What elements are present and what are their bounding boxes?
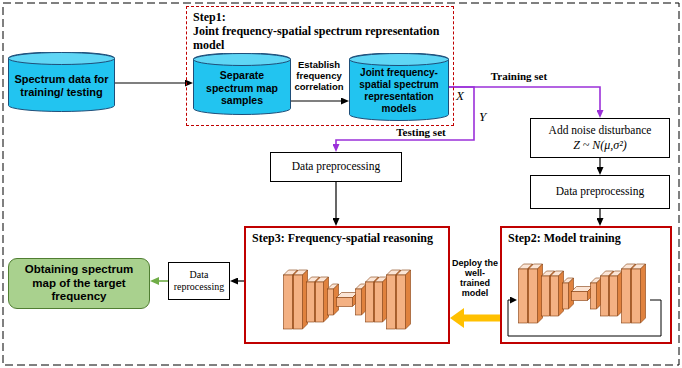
block-front	[397, 275, 406, 329]
layer-block	[337, 293, 358, 307]
data-cylinder: Spectrum data for training/ testing	[8, 52, 115, 112]
step-panel: Step2: Model training	[500, 226, 672, 344]
flow-arrow	[159, 280, 168, 282]
step-panel: Step3: Frequency-spatial reasoning	[244, 226, 450, 344]
block-side	[406, 270, 411, 329]
block-front	[328, 289, 334, 315]
layer-block	[591, 278, 602, 309]
cylinder-body	[350, 53, 449, 121]
block-front	[307, 282, 315, 322]
data-cylinder: Separate spectrum map samples	[193, 53, 291, 115]
layer-block	[529, 264, 543, 323]
node-label: Data reprocessing	[173, 269, 225, 293]
flow-arrow	[599, 209, 600, 218]
block-front	[529, 269, 538, 323]
node-label: Separate spectrum map samples	[197, 69, 287, 106]
block-front	[622, 269, 631, 323]
block-front	[375, 282, 383, 322]
step-heading: Step1:	[193, 10, 447, 24]
cylinder-top	[194, 54, 291, 66]
cylinder-body	[194, 53, 291, 115]
flow-arrow	[449, 87, 600, 110]
process-box: Data preprocessing	[270, 152, 402, 182]
block-front	[572, 292, 588, 301]
layer-block	[375, 277, 388, 322]
block-front	[366, 282, 374, 322]
cylinder-body	[9, 52, 115, 112]
node-label: Spectrum data for training/ testing	[12, 73, 111, 99]
layer-block	[356, 284, 367, 315]
block-front	[591, 283, 597, 309]
step-heading: Step2: Model training	[508, 231, 664, 245]
block-front	[519, 269, 528, 323]
block-front	[563, 283, 569, 309]
node-label: Data preprocessing	[292, 160, 380, 174]
layer-block	[294, 270, 308, 329]
set-symbol: X	[456, 89, 464, 102]
flow-arrow	[335, 182, 336, 218]
arrow-label: Testing set	[388, 126, 454, 138]
block-front	[337, 298, 353, 307]
block-front	[610, 276, 618, 316]
process-box: Data preprocessing	[530, 175, 670, 209]
cylinder-top	[350, 54, 449, 66]
step-heading: Step3: Frequency-spatial reasoning	[252, 231, 442, 245]
layer-block	[551, 271, 564, 316]
training-network	[519, 264, 646, 323]
block-front	[551, 276, 559, 316]
flow-arrow	[464, 315, 500, 322]
process-box: Data reprocessing	[168, 262, 230, 300]
layer-block	[632, 264, 646, 323]
reasoning-network	[284, 270, 411, 329]
block-front	[632, 269, 641, 323]
flow-arrow	[115, 82, 185, 83]
block-front	[284, 275, 293, 329]
step-heading: Joint frequency-spatial spectrum represe…	[193, 24, 447, 52]
node-label: Data preprocessing	[556, 185, 644, 199]
flow-arrow	[599, 158, 600, 167]
arrow-label: Deploy the well-trained model	[451, 258, 499, 298]
block-front	[601, 276, 609, 316]
arrow-label: Establish frequency correlation	[290, 60, 348, 93]
node-label: Joint frequency- spatial spectrum repres…	[353, 67, 445, 114]
layer-block	[572, 287, 593, 301]
block-front	[542, 276, 550, 316]
data-cylinder: Joint frequency- spatial spectrum repres…	[349, 53, 449, 121]
block-front	[387, 275, 396, 329]
layer-block	[316, 277, 329, 322]
block-side	[641, 264, 646, 323]
result-box: Obtaining spectrum map of the target fre…	[8, 258, 150, 309]
block-front	[316, 282, 324, 322]
flow-arrow	[291, 100, 341, 101]
block-front	[294, 275, 303, 329]
node-label: Z ~ N(μ,σ²)	[573, 138, 627, 152]
set-symbol: Y	[479, 110, 486, 123]
cylinder-top	[9, 53, 115, 65]
process-box: Add noise disturbanceZ ~ N(μ,σ²)	[530, 118, 670, 158]
layer-block	[397, 270, 411, 329]
outer-dashed-frame	[3, 3, 679, 365]
block-front	[356, 289, 362, 315]
layer-block	[610, 271, 623, 316]
node-label: Add noise disturbance	[549, 124, 652, 138]
node-label: Obtaining spectrum map of the target fre…	[15, 263, 143, 304]
arrow-label: Training set	[484, 70, 554, 82]
